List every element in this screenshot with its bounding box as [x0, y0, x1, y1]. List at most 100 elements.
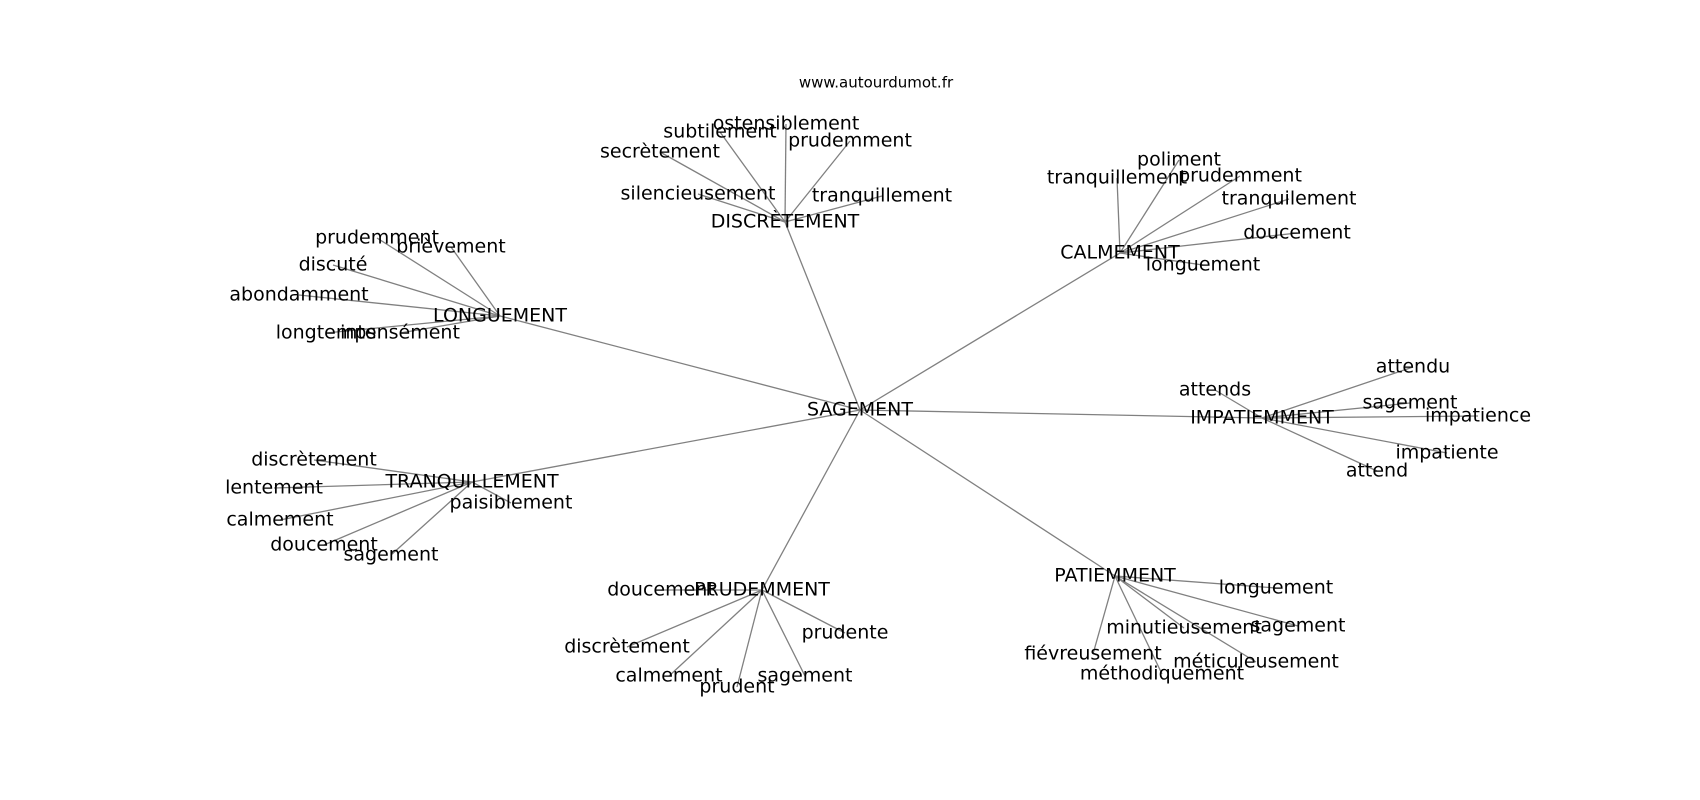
- word-node-poliment: poliment: [1137, 149, 1221, 171]
- word-node-prudente: prudente: [802, 622, 889, 644]
- edge-root-prudemment: [761, 409, 861, 591]
- edge-impatiemment-attendu: [1261, 366, 1414, 419]
- graph-labels: www.autourdumot.fr SAGEMENTDISCRÈTEMENTs…: [225, 74, 1531, 698]
- edge-discretement-tranquillement: [784, 195, 883, 223]
- edge-tranquillement-doucement: [323, 481, 473, 546]
- edge-longuement-brievement: [450, 246, 501, 317]
- word-node-calmement: calmement: [226, 509, 333, 531]
- word-node-attends: attends: [1179, 379, 1251, 401]
- edge-patiemment-longuement: [1114, 575, 1277, 589]
- group-node-patiemment: PATIEMMENT: [1054, 565, 1176, 587]
- edge-impatiemment-impatience: [1261, 415, 1479, 419]
- word-node-doucement: doucement: [270, 534, 378, 556]
- edge-calmement-tranquilement: [1119, 198, 1290, 254]
- group-node-impatiemment: IMPATIEMMENT: [1190, 407, 1334, 429]
- word-node-attend: attend: [1346, 460, 1408, 482]
- word-node-sagement: sagement: [1363, 392, 1458, 414]
- word-node-secretement: secrètement: [600, 141, 720, 163]
- edge-impatiemment-sagement: [1261, 402, 1411, 419]
- edge-impatiemment-attend: [1261, 417, 1378, 472]
- edge-discretement-secretement: [659, 151, 786, 223]
- word-node-longtemps: longtemps: [276, 322, 377, 344]
- word-node-abondamment: abondamment: [229, 284, 368, 306]
- word-node-tranquillement: tranquillement: [812, 185, 952, 207]
- word-node-longuement: longuement: [1219, 577, 1333, 599]
- word-node-subtilement: subtilement: [663, 121, 776, 143]
- word-node-tranquillement: tranquillement: [1047, 167, 1187, 189]
- edge-patiemment-meticuleusement: [1114, 575, 1257, 663]
- word-node-prudent: prudent: [699, 676, 774, 698]
- edge-calmement-longuement: [1119, 252, 1204, 266]
- word-node-discretement: discrètement: [564, 636, 690, 658]
- edge-calmement-tranquillement: [1116, 177, 1121, 254]
- word-node-prudemment: prudemment: [1178, 165, 1302, 187]
- edge-prudemment-sagement: [761, 589, 806, 677]
- word-node-longuement: longuement: [1146, 254, 1260, 276]
- word-node-sagement: sagement: [344, 544, 439, 566]
- edge-root-tranquillement: [471, 409, 861, 483]
- word-node-methodiquement: méthodiquement: [1080, 663, 1244, 685]
- word-node-attendu: attendu: [1376, 356, 1450, 378]
- group-node-calmement: CALMEMENT: [1060, 242, 1180, 264]
- word-node-paisiblement: paisiblement: [450, 492, 573, 514]
- word-node-prudemment: prudemment: [788, 130, 912, 152]
- edge-prudemment-prudent: [736, 589, 763, 688]
- edge-discretement-silencieusement: [697, 193, 786, 223]
- edge-root-impatiemment: [859, 409, 1263, 419]
- edge-root-patiemment: [859, 409, 1116, 577]
- group-node-prudemment: PRUDEMMENT: [694, 579, 830, 601]
- source-watermark: www.autourdumot.fr: [799, 74, 954, 92]
- edge-tranquillement-paisiblement: [471, 481, 512, 504]
- word-node-doucement: doucement: [1243, 222, 1351, 244]
- word-node-calmement: calmement: [615, 665, 722, 687]
- edge-longuement-prudemment: [376, 237, 501, 317]
- word-node-impatience: impatience: [1425, 405, 1531, 427]
- edge-longuement-discute: [332, 264, 501, 317]
- edge-calmement-prudemment: [1119, 175, 1241, 254]
- word-node-prudemment: prudemment: [315, 227, 439, 249]
- edge-longuement-longtemps: [325, 315, 501, 334]
- edge-tranquillement-sagement: [390, 481, 473, 556]
- word-node-silencieusement: silencieusement: [621, 183, 776, 205]
- edge-discretement-prudemment: [784, 140, 851, 223]
- edge-tranquillement-calmement: [279, 481, 473, 521]
- edge-impatiemment-impatiente: [1261, 417, 1448, 454]
- word-node-brievement: brièvement: [396, 236, 505, 258]
- word-node-impatiente: impatiente: [1395, 442, 1498, 464]
- edge-prudemment-calmement: [668, 589, 763, 677]
- edge-discretement-subtilement: [719, 131, 786, 223]
- edge-prudemment-prudente: [761, 589, 846, 634]
- graph-edges: [273, 123, 1479, 688]
- edge-calmement-poliment: [1119, 159, 1180, 254]
- word-node-ostensiblement: ostensiblement: [713, 113, 860, 135]
- word-node-lentement: lentement: [225, 477, 323, 499]
- word-node-intensement: intensément: [340, 322, 460, 344]
- edge-longuement-abondamment: [298, 294, 501, 317]
- word-node-sagement: sagement: [1251, 615, 1346, 637]
- word-node-doucement: doucement: [607, 579, 715, 601]
- group-node-tranquillement: TRANQUILLEMENT: [384, 471, 559, 493]
- group-node-discretement: DISCRÈTEMENT: [711, 210, 860, 233]
- word-node-discretement: discrètement: [251, 449, 377, 471]
- edge-root-calmement: [859, 252, 1121, 411]
- word-node-discute: discuté: [299, 254, 368, 276]
- edge-longuement-intensement: [399, 315, 501, 334]
- edge-calmement-doucement: [1119, 232, 1298, 254]
- edge-tranquillement-discretement: [313, 459, 473, 483]
- word-node-tranquilement: tranquilement: [1222, 188, 1357, 210]
- group-node-longuement: LONGUEMENT: [433, 305, 567, 327]
- edge-prudemment-discretement: [626, 589, 763, 648]
- word-node-fievreusement: fiévreusement: [1024, 643, 1161, 665]
- edge-root-longuement: [499, 315, 861, 411]
- edge-patiemment-minutieusement: [1114, 575, 1185, 629]
- word-node-minutieusement: minutieusement: [1106, 617, 1262, 639]
- edge-patiemment-methodiquement: [1114, 575, 1163, 675]
- edge-root-discretement: [784, 221, 861, 411]
- edge-tranquillement-lentement: [273, 481, 473, 489]
- edge-patiemment-fievreusement: [1092, 575, 1116, 655]
- word-node-sagement: sagement: [758, 665, 853, 687]
- edge-impatiemment-attends: [1214, 389, 1263, 419]
- edge-discretement-ostensiblement: [784, 123, 787, 223]
- edge-patiemment-sagement: [1114, 575, 1299, 627]
